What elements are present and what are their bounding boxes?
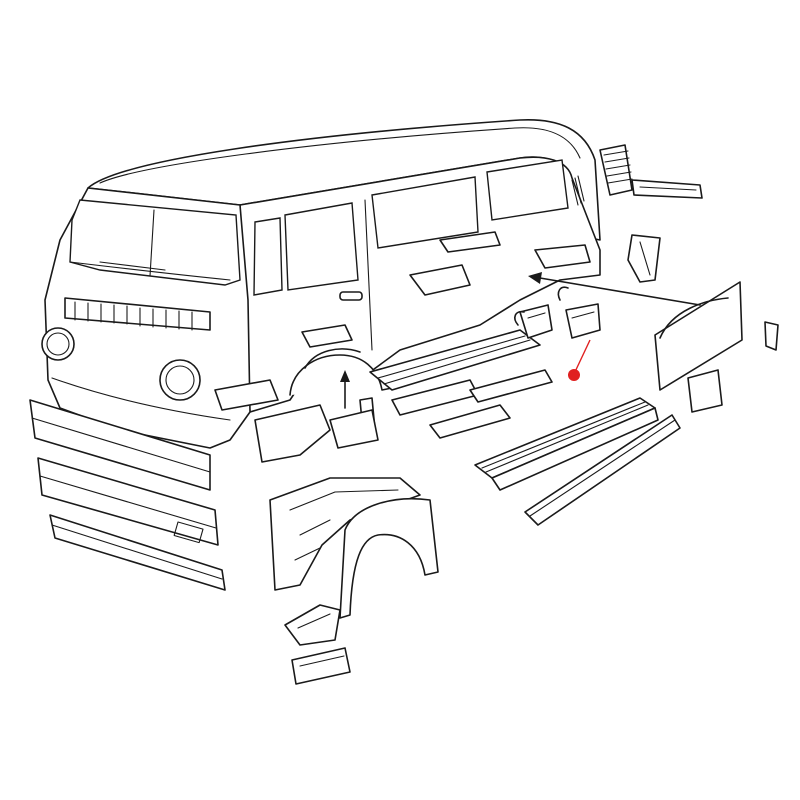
floor-crossmember-set (359, 329, 553, 439)
front-bumper-panel-lower (49, 514, 226, 591)
rear-corner-bracket (627, 234, 661, 283)
van-body (41, 119, 601, 449)
rear-wheel-arch-panel (339, 497, 439, 619)
side-window-3 (486, 159, 569, 221)
sliding-door-seam (364, 199, 373, 351)
rear-quarter-panel (654, 281, 779, 413)
front-bumper-panel-middle (37, 457, 219, 546)
door-handle (339, 291, 363, 301)
side-rocker-panel (474, 397, 659, 491)
jacking-point-brackets (514, 286, 601, 339)
cab-side-window (253, 217, 283, 296)
wheelhouse-bracket-lower (291, 647, 351, 685)
side-window-2 (371, 176, 479, 249)
front-bumper-panel-upper (29, 399, 211, 491)
wheelhouse-bracket-upper (284, 604, 341, 646)
assembly-arrows (340, 272, 701, 409)
small-corner-piece (764, 321, 779, 351)
engine-vent-grille (599, 144, 703, 199)
side-window-1 (284, 202, 359, 291)
rear-inner-arch-on-body (254, 348, 379, 463)
highlight-dot (568, 369, 580, 381)
floor-patch-plates (214, 231, 591, 411)
highlight-marker (568, 339, 591, 381)
rocker-sill-strip (524, 414, 681, 526)
